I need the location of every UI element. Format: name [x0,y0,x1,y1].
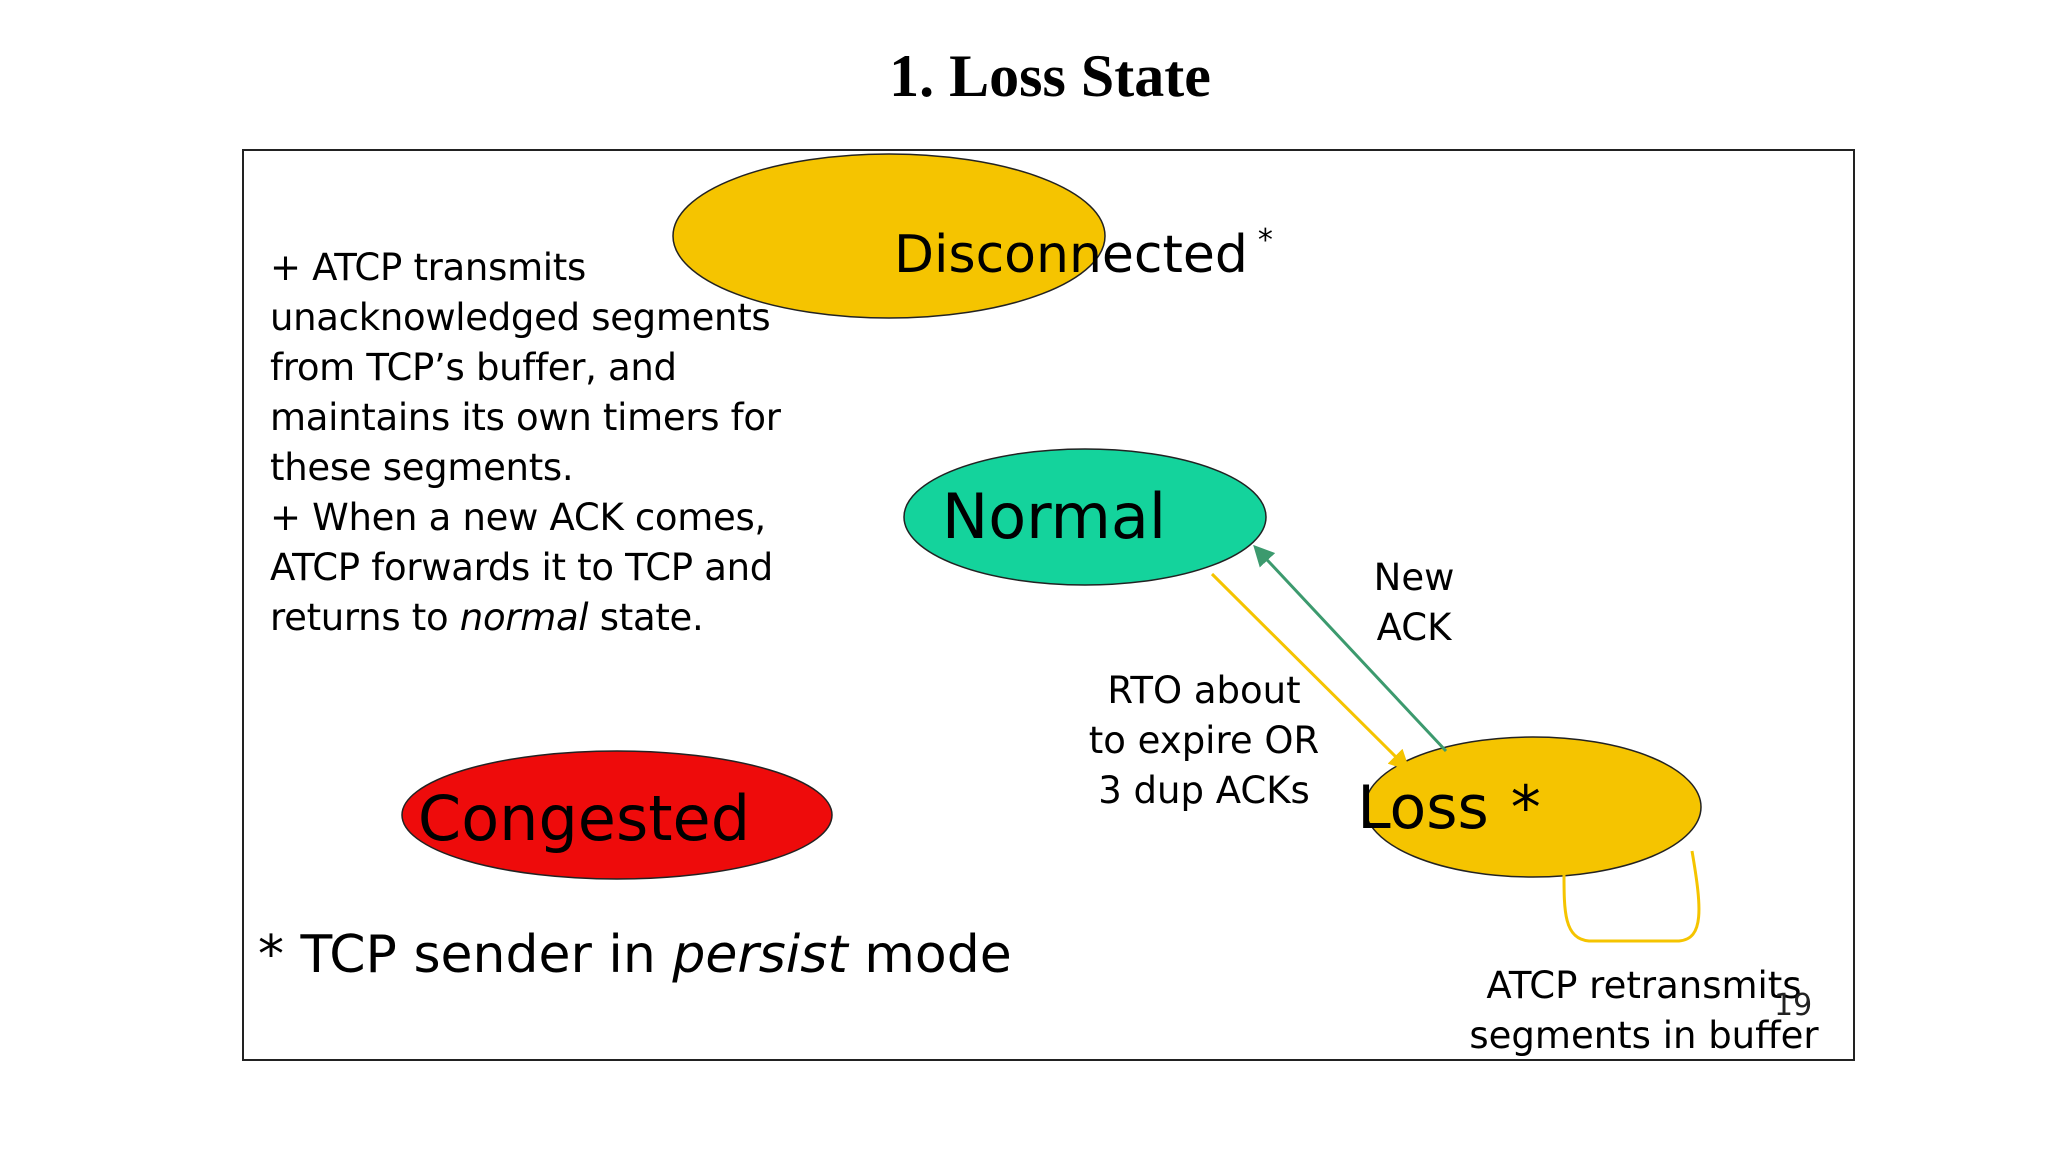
transition-new-ack-arrow [1253,544,1448,753]
description-part1: + ATCP transmits unacknowledged segments… [270,246,781,489]
footnote-prefix: * TCP sender in [258,925,656,985]
persist-mode-footnote: * TCP sender in persist mode [258,923,1012,987]
state-disconnected-mark: * [1257,223,1273,258]
state-loss-label: Loss * [1324,771,1574,845]
transition-retransmit-selfloop [1562,850,1701,943]
state-normal-label: Normal [941,480,1167,553]
rto-line3: 3 dup ACKs [1098,769,1310,812]
state-congested-ellipse [401,750,833,880]
state-disconnected-text: Disconnected [894,225,1248,285]
state-disconnected-ellipse [672,153,1106,319]
description-part2: + When a new ACK comes, ATCP forwards it… [270,493,830,643]
transition-retransmit-label: ATCP retransmits segments in buffer [1464,961,1824,1059]
state-loss-text: Loss [1357,773,1489,843]
footnote-emphasis: persist [672,925,848,985]
slide-title: 1. Loss State [889,43,1211,109]
transition-rto-label: RTO about to expire OR 3 dup ACKs [1074,666,1334,816]
rto-line1: RTO about [1107,669,1301,712]
loss-state-description: + ATCP transmits unacknowledged segments… [270,243,830,643]
retransmit-line2: segments in buffer [1469,1014,1819,1057]
state-normal-ellipse [903,448,1267,586]
diagram-frame: + ATCP transmits unacknowledged segments… [242,149,1855,1061]
rto-line2: to expire OR [1088,719,1320,762]
new-ack-line1: New [1373,556,1455,599]
description-part3: state. [599,596,704,639]
description-emphasis: normal [459,596,589,639]
state-loss-mark: * [1510,773,1541,843]
transition-rto-arrow [1210,572,1410,771]
state-disconnected-label: Disconnected * [894,209,1273,287]
description-part2-text: + When a new ACK comes, ATCP forwards it… [270,496,773,639]
page-number: 19 [1774,988,1813,1023]
state-diagram-graphics [401,153,1702,943]
state-congested-label: Congested [417,782,751,855]
state-loss-ellipse [1364,736,1702,878]
footnote-suffix: mode [864,925,1012,985]
transition-new-ack-label: New ACK [1354,553,1474,653]
new-ack-line2: ACK [1376,606,1452,649]
retransmit-line1: ATCP retransmits [1486,964,1802,1007]
